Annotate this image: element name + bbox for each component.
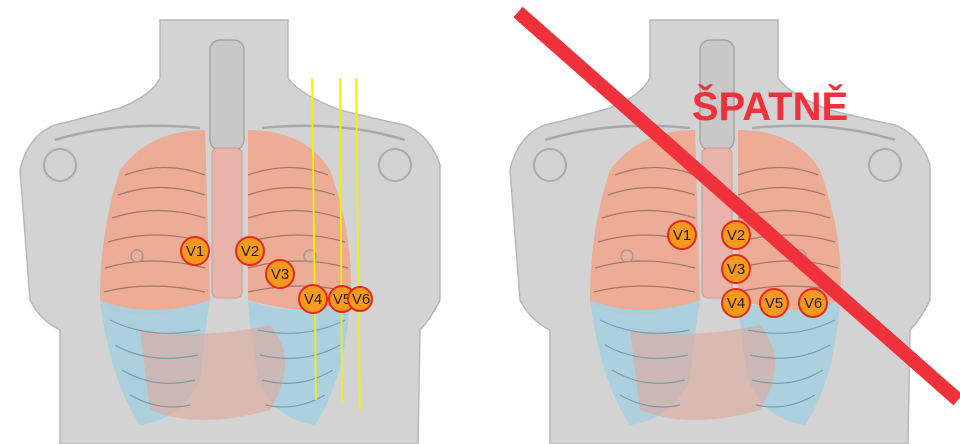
electrode-label: V3 <box>271 266 289 283</box>
electrode-v1: V1 <box>181 237 209 265</box>
electrode-v6: V6 <box>348 287 372 311</box>
electrode-label: V6 <box>804 295 822 312</box>
electrode-v2: V2 <box>236 237 264 265</box>
electrode-v3-wrong: V3 <box>722 255 750 283</box>
electrode-label: V6 <box>352 291 370 308</box>
electrode-v2-wrong: V2 <box>722 221 750 249</box>
electrode-label: V1 <box>673 227 691 244</box>
electrode-v6-wrong: V6 <box>799 289 827 317</box>
torso-illustration-correct <box>20 20 440 444</box>
electrode-label: V1 <box>186 243 204 260</box>
warning-label: ŠPATNĚ <box>692 83 848 129</box>
electrode-label: V2 <box>241 243 259 260</box>
electrode-v5-wrong: V5 <box>760 289 788 317</box>
electrode-v4-wrong: V4 <box>722 289 750 317</box>
correct-panel: V1 V2 V3 V4 V5 V6 <box>20 20 440 444</box>
wrong-panel: V1 V2 V3 V4 V5 V6 ŠPATNĚ <box>510 12 958 444</box>
electrode-label: V4 <box>304 291 322 308</box>
electrode-v3: V3 <box>266 260 294 288</box>
electrode-label: V3 <box>727 261 745 278</box>
electrode-label: V5 <box>765 295 783 312</box>
torso-illustration-wrong <box>510 20 930 444</box>
electrode-v4: V4 <box>299 285 327 313</box>
electrode-label: V2 <box>727 227 745 244</box>
electrode-v1-wrong: V1 <box>668 221 696 249</box>
electrode-label: V4 <box>727 295 745 312</box>
